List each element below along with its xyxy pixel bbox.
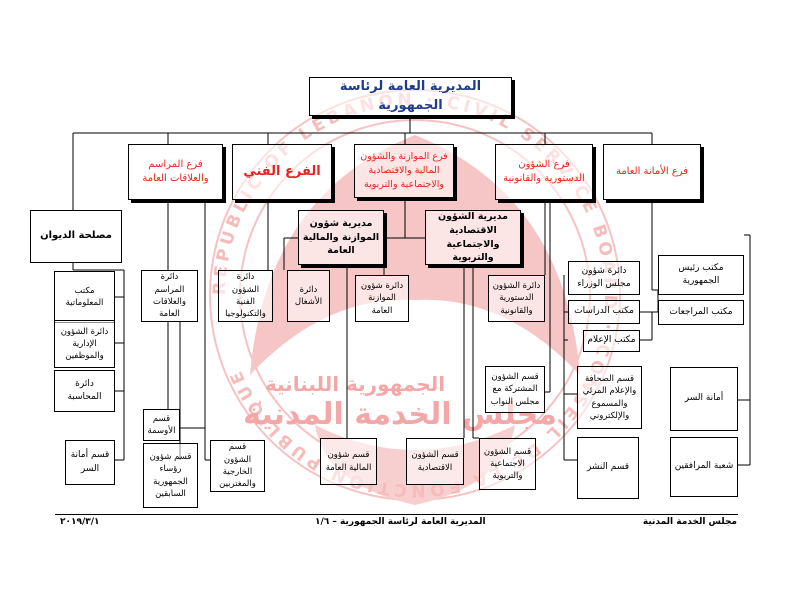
dept-works: دائرة الأشغال	[287, 270, 330, 322]
dept-parliament-section: قسم الشؤون المشتركة مع مجلس النواب	[485, 366, 545, 413]
dept-protocol-circle: دائرة المراسم والعلاقات العامة	[141, 270, 198, 322]
footer-date: ٢٠١٩/٣/١	[60, 517, 100, 527]
dept-economic-section: قسم الشؤون الاقتصادية	[406, 438, 464, 485]
dept-accounting: دائرة المحاسبة	[54, 370, 115, 412]
dept-publishing-section: قسم النشر	[577, 437, 639, 499]
dept-tech-affairs: دائرة الشؤون الفنية والتكنولوجيا	[218, 270, 273, 322]
footer-page-title: المديرية العامة لرئاسة الجمهورية – ١/٦	[315, 517, 486, 527]
dept-press-section: قسم الصحافة والإعلام المرئي والمسموع وال…	[577, 366, 642, 429]
dept-budget-affairs: دائرة شؤون الموازنة العامة	[355, 275, 409, 322]
directorate-economic-social: مديرية الشؤون الاقتصادية والاجتماعية وال…	[425, 210, 521, 265]
org-top-directorate: المديرية العامة لرئاسة الجمهورية	[309, 77, 512, 116]
dept-former-presidents: قسم شؤون رؤساء الجمهورية السابقين	[143, 443, 198, 508]
dept-studies-office: مكتب الدراسات	[568, 300, 640, 324]
watermark-arabic-line1: الجمهورية اللبنانية	[264, 372, 446, 396]
branch-constitutional: فرع الشؤون الدستورية والقانونية	[495, 144, 593, 200]
footer-council-name: مجلس الخدمة المدنية	[642, 517, 737, 527]
dept-info-office: مكتب المعلوماتية	[54, 271, 115, 323]
footer-rule	[55, 514, 738, 515]
dept-admin-staff: دائرة الشؤون الإدارية والموظفين	[54, 320, 115, 368]
dept-secretariat: أمانة السر	[670, 367, 738, 431]
dept-public-finance-section: قسم شؤون المالية العامة	[320, 438, 377, 485]
branch-budget: فرع الموازنة والشؤون المالية والاقتصادية…	[354, 144, 454, 198]
dept-social-section: قسم الشؤون الاجتماعية والتربوية	[479, 438, 536, 490]
dept-council-ministers: دائرة شؤون مجلس الوزراء	[568, 261, 640, 295]
dept-secretariat-section: قسم أمانة السر	[65, 440, 115, 485]
branch-general-secretariat: فرع الأمانة العامة	[603, 144, 701, 200]
directorate-budget-finance: مديرية شؤون الموازنة والمالية العامة	[298, 210, 384, 265]
branch-technical: الفرع الفني	[232, 144, 332, 200]
diwan-service: مصلحة الديوان	[30, 210, 122, 263]
dept-president-office: مكتب رئيس الجمهورية	[658, 255, 744, 295]
dept-constitutional-affairs: دائرة الشؤون الدستورية والقانونية	[488, 275, 545, 322]
dept-medals-section: قسم الأوسمة	[143, 409, 180, 441]
dept-escorts: شعبة المرافقين	[670, 437, 738, 497]
dept-audits-office: مكتب المراجعات	[658, 300, 744, 325]
branch-protocol: فرع المراسم والعلاقات العامة	[128, 144, 223, 200]
dept-media-office: مكتب الإعلام	[583, 330, 640, 352]
dept-foreign-affairs: قسم الشؤون الخارجية والمغتربين	[210, 440, 265, 492]
